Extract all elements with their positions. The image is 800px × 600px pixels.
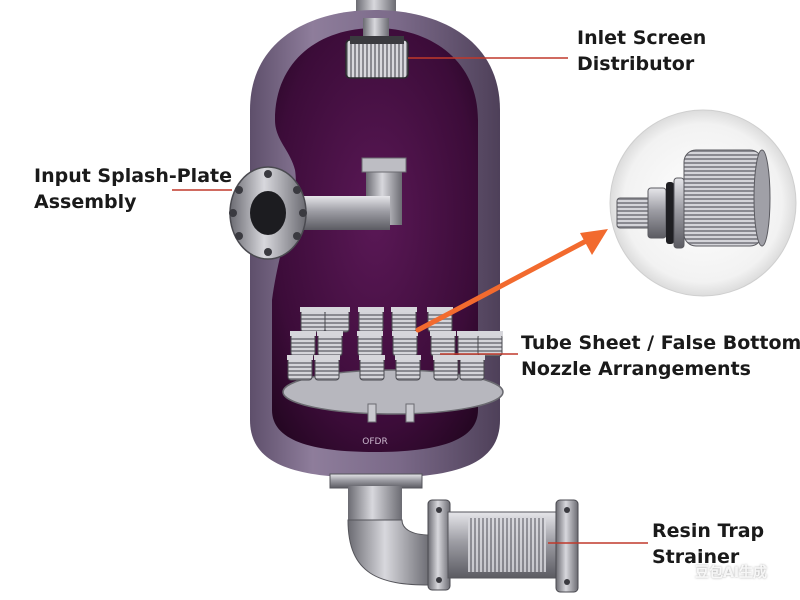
tube-sheet-nozzles	[287, 307, 503, 381]
bottom-flange	[329, 473, 423, 489]
watermark: 豆包AI生成	[695, 565, 768, 581]
resin-trap-flange-left	[427, 499, 451, 591]
nozzle-closeup	[616, 149, 771, 249]
nozzle	[317, 331, 343, 357]
nozzle	[395, 355, 421, 381]
nozzle	[358, 307, 384, 333]
label-input-splash-plate: Input Splash-Plate Assembly	[34, 163, 232, 215]
vessel-marking: OFDR	[362, 437, 387, 447]
nozzle	[430, 331, 456, 357]
label-resin-trap-strainer: Resin Trap Strainer	[652, 518, 764, 570]
label-line: Input Splash-Plate	[34, 165, 232, 187]
splash-flange-bore	[250, 191, 286, 235]
nozzle	[290, 331, 316, 357]
nozzle	[459, 355, 485, 381]
resin-trap-flange-right	[555, 499, 579, 593]
bottom-pipe-vertical	[348, 486, 402, 526]
splash-elbow-top	[361, 157, 407, 173]
leader-lines	[172, 57, 648, 544]
splash-flange-bolts	[229, 170, 307, 256]
label-line: Distributor	[577, 53, 695, 75]
nozzle	[433, 355, 459, 381]
nozzle	[324, 307, 350, 333]
label-line: Tube Sheet / False Bottom	[521, 332, 800, 354]
bottom-elbow	[347, 519, 431, 586]
nozzle	[300, 307, 326, 333]
nozzle	[392, 331, 418, 357]
splash-pipe-horizontal	[300, 196, 390, 230]
nozzle	[314, 355, 340, 381]
tube-sheet-plate	[282, 369, 504, 415]
label-line: Nozzle Arrangements	[521, 358, 751, 380]
resin-trap-bolts	[436, 507, 570, 585]
inlet-screen-cap	[350, 36, 404, 44]
label-line: Inlet Screen	[577, 27, 707, 49]
tube-sheet-supports	[367, 403, 415, 423]
nozzle	[477, 331, 503, 357]
label-inlet-screen-distributor: Inlet Screen Distributor	[577, 25, 706, 77]
inlet-screen-distributor	[345, 39, 409, 79]
label-line: Resin Trap	[652, 520, 765, 542]
nozzle	[359, 355, 385, 381]
resin-trap-screen	[468, 518, 546, 572]
label-line: Assembly	[34, 191, 137, 213]
closeup-arrow	[415, 229, 608, 333]
label-line: Strainer	[652, 546, 740, 568]
nozzle	[287, 355, 313, 381]
nozzle	[391, 307, 417, 333]
nozzle	[357, 331, 383, 357]
label-tube-sheet: Tube Sheet / False Bottom Nozzle Arrange…	[521, 330, 800, 382]
